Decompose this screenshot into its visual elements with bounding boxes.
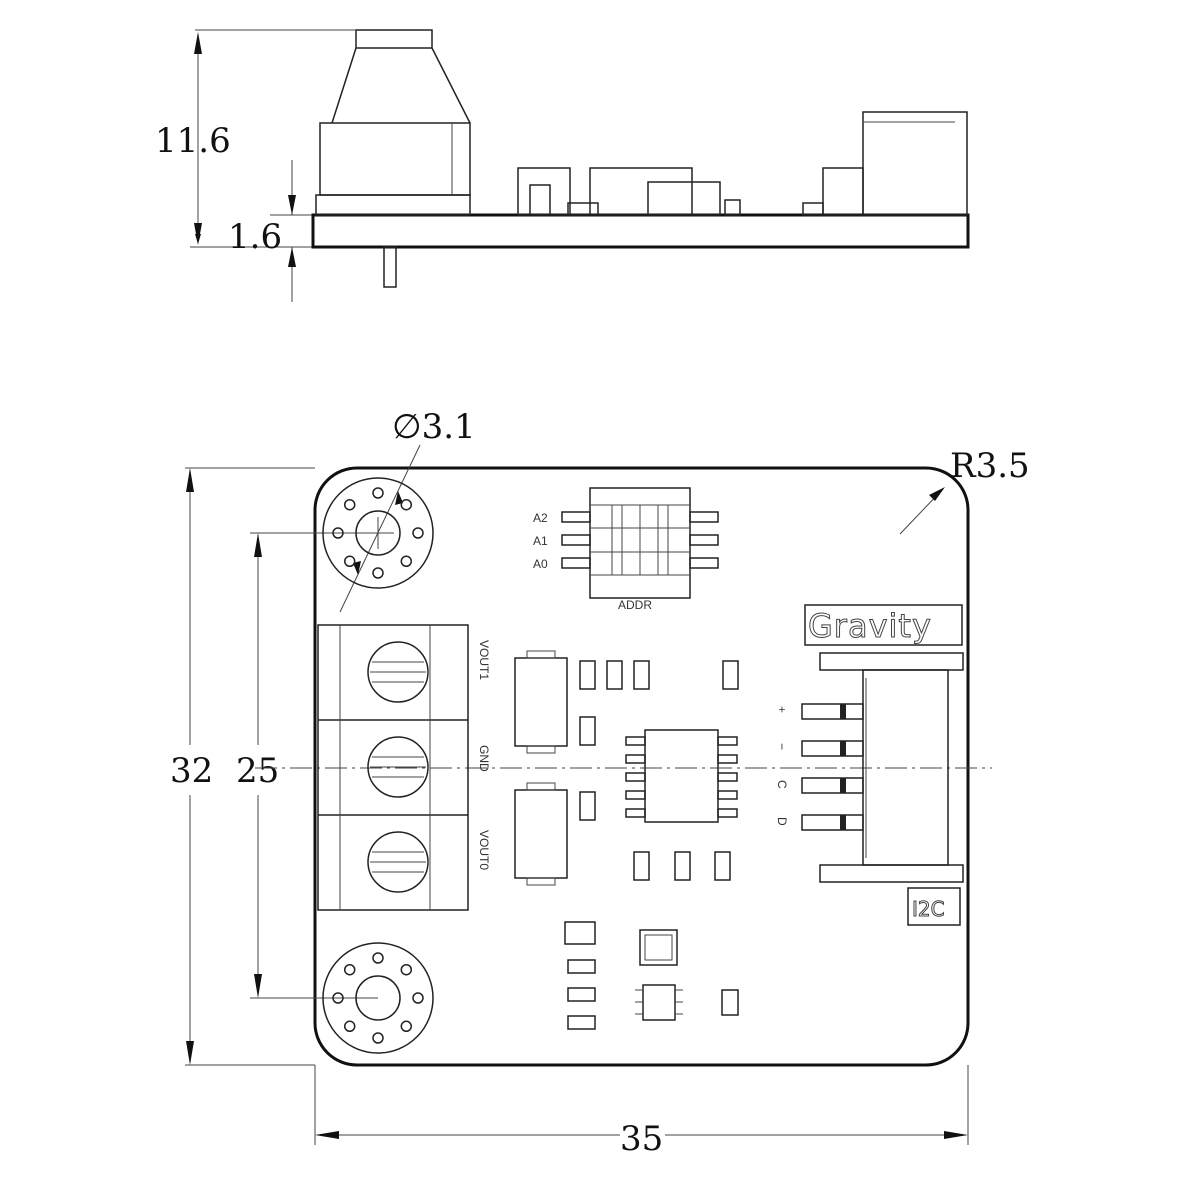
terminal-label-vout0: VOUT0 — [477, 830, 491, 870]
terminal-label-gnd: GND — [477, 745, 491, 772]
ic-pin — [717, 772, 738, 782]
addr-pin-a2: A2 — [533, 511, 548, 525]
ic-pin — [625, 772, 646, 782]
via-hole — [332, 527, 344, 539]
ic-pin — [717, 754, 738, 764]
ic-pin — [625, 790, 646, 800]
mounting-hole-top — [322, 477, 434, 589]
i2c-connector: + − C D — [775, 652, 964, 883]
via-hole — [412, 992, 424, 1004]
via-hole — [343, 555, 356, 568]
via-hole — [400, 1020, 413, 1033]
via-hole — [412, 527, 424, 539]
via-hole — [372, 487, 384, 499]
ic-pin — [717, 736, 738, 746]
hole-spacing-dimension-label: 25 — [236, 751, 279, 791]
terminal-label-vout1: VOUT1 — [477, 640, 491, 680]
pcb-outline — [313, 466, 970, 1067]
thickness-dimension-label: 1.6 — [228, 217, 282, 257]
interface-label: I2C — [912, 897, 945, 921]
terminal-block: VOUT1 GND VOUT0 — [317, 624, 491, 911]
via-hole — [400, 963, 413, 976]
ic-pin — [625, 808, 646, 818]
interface-label-box — [907, 887, 961, 926]
pin — [383, 246, 397, 288]
via-hole — [343, 1020, 356, 1033]
mounting-hole-bottom — [322, 942, 434, 1054]
screw-cap — [355, 29, 433, 49]
corner-radius-label: R3.5 — [950, 446, 1030, 486]
via-hole — [343, 963, 356, 976]
hole-diameter-label: ∅3.1 — [392, 407, 476, 447]
addr-switch: A2 A1 A0 ADDR — [533, 487, 719, 612]
brand-label: Gravity — [808, 607, 932, 645]
terminal-block-side — [319, 122, 471, 196]
ic-pin — [625, 754, 646, 764]
ic-pin — [717, 790, 738, 800]
height-dimension-label: 11.6 — [155, 121, 231, 161]
top-view: 32 25 35 ∅3.1 R3.5 — [170, 407, 1030, 1159]
screw-cone — [331, 47, 471, 124]
side-view: 11.6 1.6 — [155, 29, 970, 302]
height-dimension-label: 32 — [170, 751, 213, 791]
addr-label: ADDR — [618, 598, 652, 612]
pcb-side — [311, 213, 970, 249]
addr-pin-a1: A1 — [533, 534, 548, 548]
ic-pin — [717, 808, 738, 818]
via-hole — [400, 498, 413, 511]
width-dimension-label: 35 — [620, 1119, 663, 1159]
ic-pin — [625, 736, 646, 746]
connector-pin-c: C — [775, 780, 789, 789]
connector-pin-d: D — [775, 817, 789, 826]
via-hole — [332, 992, 344, 1004]
ic-chip — [644, 729, 719, 823]
addr-pin-a0: A0 — [533, 557, 548, 571]
via-hole — [372, 567, 384, 579]
component-side — [517, 167, 571, 216]
connector-pin-plus: + — [775, 706, 789, 713]
brand-label-box — [804, 604, 963, 646]
via-hole — [343, 498, 356, 511]
via-hole — [372, 952, 384, 964]
via-hole — [400, 555, 413, 568]
connector-pin-minus: − — [775, 743, 789, 750]
smd-components — [514, 650, 739, 1030]
via-hole — [372, 1032, 384, 1044]
connector-side — [862, 111, 968, 216]
